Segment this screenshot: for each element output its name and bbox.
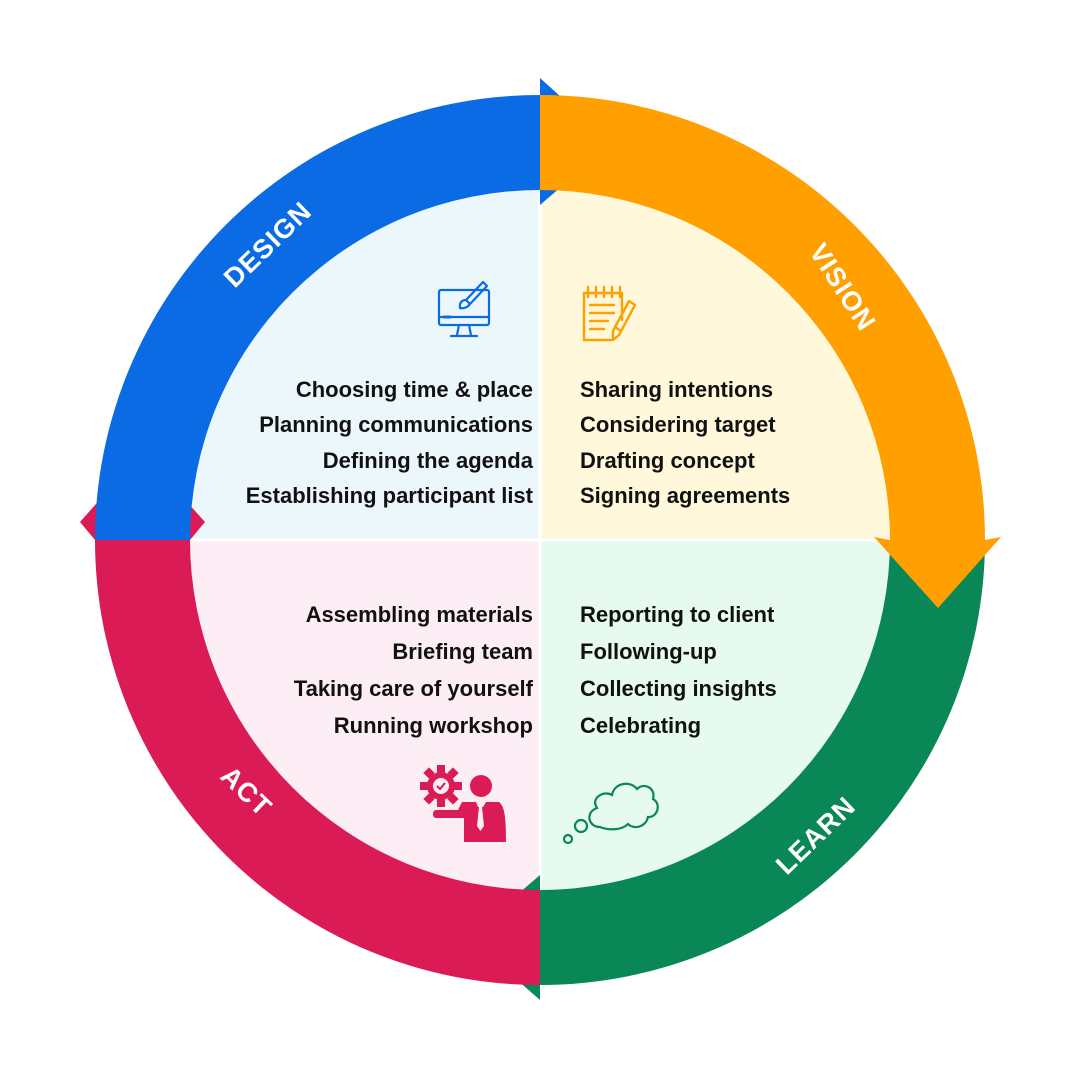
learn-items: Reporting to client Following-up Collect…	[580, 602, 777, 738]
thought-cloud-icon	[562, 782, 659, 845]
learn-item: Celebrating	[580, 713, 701, 738]
design-arrow	[95, 78, 612, 540]
vision-arrow	[540, 95, 1001, 608]
act-item: Running workshop	[334, 713, 533, 738]
presenter-gear-icon	[420, 765, 506, 842]
design-item: Choosing time & place	[296, 377, 533, 402]
learn-item: Reporting to client	[580, 602, 775, 627]
vision-item: Sharing intentions	[580, 377, 773, 402]
design-item: Planning communications	[259, 412, 533, 437]
design-item: Establishing participant list	[246, 483, 534, 508]
computer-monitor-brush-icon	[437, 280, 491, 338]
learn-item: Following-up	[580, 639, 717, 664]
act-item: Assembling materials	[306, 602, 533, 627]
design-items: Choosing time & place Planning communica…	[246, 377, 534, 508]
vision-item: Drafting concept	[580, 448, 755, 473]
vision-items: Sharing intentions Considering target Dr…	[580, 377, 790, 508]
design-quadrant	[190, 190, 540, 540]
vision-quadrant	[540, 190, 890, 540]
learn-item: Collecting insights	[580, 676, 777, 701]
act-item: Taking care of yourself	[294, 676, 534, 701]
act-items: Assembling materials Briefing team Takin…	[294, 602, 534, 738]
notepad-pencil-icon	[582, 285, 637, 342]
design-item: Defining the agenda	[323, 448, 534, 473]
act-item: Briefing team	[392, 639, 533, 664]
vision-item: Signing agreements	[580, 483, 790, 508]
learn-quadrant	[540, 540, 890, 890]
vision-item: Considering target	[580, 412, 776, 437]
